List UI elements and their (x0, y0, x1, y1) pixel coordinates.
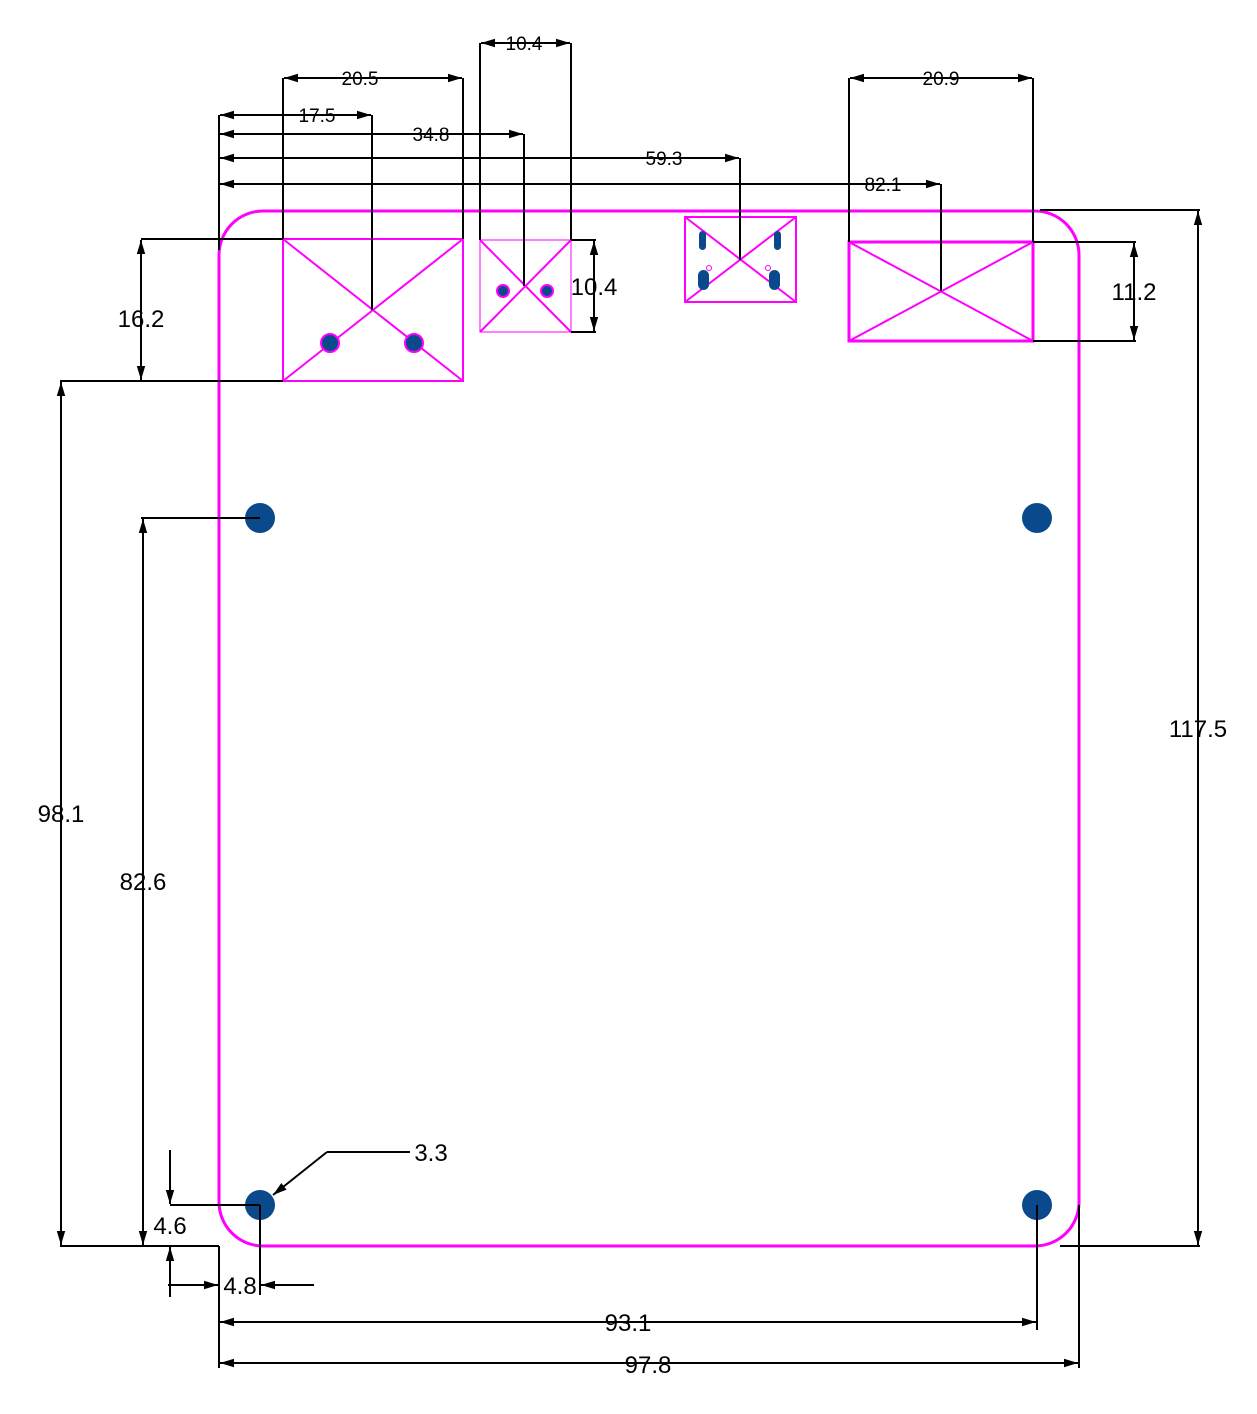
connector-1 (282, 238, 464, 382)
dim-hole-diameter: 3.3 (272, 1140, 448, 1196)
connector-3-slot (698, 270, 709, 290)
dim-conn1-height: 16.2 (60, 238, 283, 382)
dim-conn4-offset: 82.1 (220, 175, 942, 291)
dim-conn4-height-label: 11.2 (1112, 279, 1157, 306)
dim-conn1-height-label: 16.2 (118, 306, 165, 333)
dim-conn3-offset: 59.3 (220, 149, 741, 260)
dim-hole-spacing-horizontal-label: 93.1 (605, 1310, 652, 1337)
dim-conn1-bottom-label: 98.1 (38, 801, 85, 828)
connector-1-pin-left (320, 333, 340, 353)
dim-hole-diameter-label: 3.3 (414, 1140, 447, 1167)
dim-conn2-width: 10.4 (479, 34, 572, 240)
dim-conn2-height: 10.4 (571, 239, 618, 333)
board-outline (217, 209, 1081, 1248)
dim-hole-spacing-horizontal: 93.1 (220, 1205, 1038, 1337)
dim-conn1-width-label: 20.5 (342, 69, 379, 90)
dim-conn4-width-label: 20.9 (923, 69, 960, 90)
dim-hole-spacing-vertical-label: 82.6 (120, 869, 167, 896)
dim-hole-offset-y: 4.6 (153, 1150, 260, 1297)
dim-conn1-offset: 17.5 (220, 106, 373, 310)
dim-conn4-width: 20.9 (848, 69, 1034, 242)
connector-3-slot (769, 270, 780, 290)
dim-conn4-height: 11.2 (1033, 241, 1157, 342)
dim-conn2-offset-label: 34.8 (413, 125, 450, 146)
dim-hole-offset-x-label: 4.8 (223, 1273, 256, 1300)
dim-hole-offset-y-label: 4.6 (153, 1213, 186, 1240)
connector-1-pin-right (404, 333, 424, 353)
connector-2-pin-left (496, 284, 510, 298)
dim-hole-spacing-vertical: 82.6 (120, 517, 260, 1245)
dim-hole-offset-x: 4.8 (168, 1205, 314, 1368)
connector-3-slot (774, 231, 781, 250)
dim-conn2-width-label: 10.4 (506, 34, 543, 55)
dim-conn1-bottom-from-base: 98.1 (38, 382, 219, 1247)
dim-board-height-label: 117.5 (1169, 716, 1227, 743)
dim-board-width: 97.8 (220, 1205, 1080, 1379)
dim-conn2-height-label: 10.4 (571, 274, 618, 301)
dim-conn1-offset-label: 17.5 (299, 106, 336, 127)
dim-conn3-offset-label: 59.3 (646, 149, 683, 170)
mounting-hole-top-right (1022, 503, 1052, 533)
connector-2 (479, 239, 572, 333)
dim-board-height: 117.5 (1040, 209, 1227, 1247)
dim-conn4-offset-label: 82.1 (865, 175, 902, 196)
connector-3-slot (699, 231, 706, 250)
connector-2-pin-right (540, 284, 554, 298)
dim-board-width-label: 97.8 (625, 1352, 672, 1379)
